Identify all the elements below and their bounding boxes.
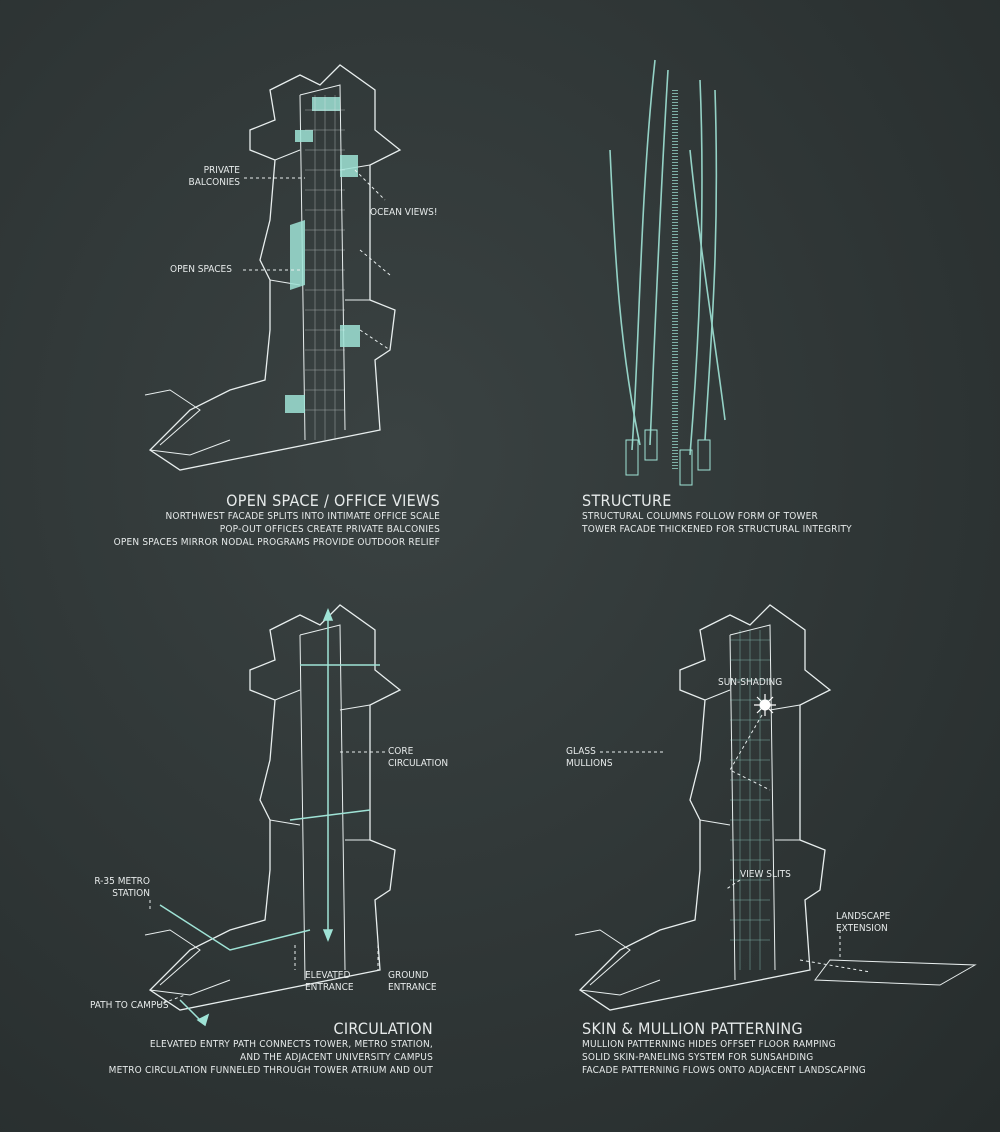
label-line: GROUND	[388, 970, 429, 981]
structure-caption: STRUCTURE STRUCTURAL COLUMNS FOLLOW FORM…	[582, 492, 852, 536]
sun-icon	[754, 694, 776, 716]
label-ocean-views: OCEAN VIEWS!	[370, 207, 438, 218]
label-line: EXTENSION	[836, 923, 888, 934]
caption-title: SKIN & MULLION PATTERNING	[582, 1019, 803, 1038]
label-line: ENTRANCE	[305, 982, 354, 993]
label-line: CIRCULATION	[388, 758, 449, 769]
open-space-diagram	[144, 64, 401, 471]
caption-line: ELEVATED ENTRY PATH CONNECTS TOWER, METR…	[149, 1039, 433, 1050]
caption-line: OPEN SPACES MIRROR NODAL PROGRAMS PROVID…	[113, 537, 440, 548]
circulation-diagram	[144, 604, 401, 1027]
label-line: BALCONIES	[188, 177, 240, 188]
caption-line: AND THE ADJACENT UNIVERSITY CAMPUS	[239, 1052, 433, 1063]
caption-line: METRO CIRCULATION FUNNELED THROUGH TOWER…	[108, 1065, 433, 1076]
caption-line: TOWER FACADE THICKENED FOR STRUCTURAL IN…	[582, 524, 852, 535]
label-line: R-35 METRO	[94, 876, 150, 887]
caption-line: NORTHWEST FACADE SPLITS INTO INTIMATE OF…	[165, 511, 440, 522]
label-line: LANDSCAPE	[836, 911, 891, 922]
caption-line: STRUCTURAL COLUMNS FOLLOW FORM OF TOWER	[582, 511, 818, 522]
label-line: ELEVATED	[305, 970, 351, 981]
label-line: ENTRANCE	[388, 982, 437, 993]
label-line: PRIVATE	[203, 165, 240, 176]
label-path-to-campus: PATH TO CAMPUS	[90, 1000, 169, 1011]
open-space-caption: OPEN SPACE / OFFICE VIEWS NORTHWEST FACA…	[114, 492, 440, 549]
caption-line: SOLID SKIN-PANELING SYSTEM FOR SUNSAHDIN…	[582, 1052, 814, 1063]
label-sun-shading: SUN-SHADING	[718, 677, 783, 688]
label-open-spaces: OPEN SPACES	[170, 264, 232, 275]
label-line: CORE	[388, 746, 414, 757]
caption-title: STRUCTURE	[582, 491, 672, 510]
circulation-caption: CIRCULATION ELEVATED ENTRY PATH CONNECTS…	[109, 1020, 433, 1077]
skin-diagram	[574, 604, 977, 1011]
label-line: GLASS	[566, 746, 596, 757]
structure-diagram	[609, 59, 726, 486]
caption-line: POP-OUT OFFICES CREATE PRIVATE BALCONIES	[219, 524, 440, 535]
label-line: MULLIONS	[566, 758, 613, 769]
caption-title: CIRCULATION	[333, 1019, 433, 1038]
caption-line: MULLION PATTERNING HIDES OFFSET FLOOR RA…	[582, 1039, 836, 1050]
label-line: STATION	[112, 888, 150, 899]
caption-line: FACADE PATTERNING FLOWS ONTO ADJACENT LA…	[582, 1065, 866, 1076]
label-view-slits: VIEW SLITS	[740, 869, 791, 880]
skin-caption: SKIN & MULLION PATTERNING MULLION PATTER…	[582, 1020, 866, 1077]
caption-title: OPEN SPACE / OFFICE VIEWS	[226, 491, 440, 510]
